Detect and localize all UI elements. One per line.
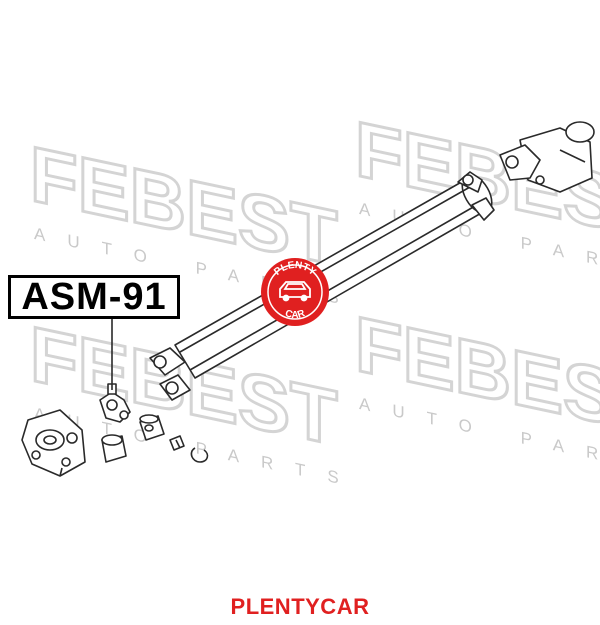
car-icon [279, 281, 311, 302]
svg-text:CAR: CAR [284, 308, 308, 321]
part-number-label: ASM-91 [8, 275, 180, 319]
part-number-text: ASM-91 [21, 275, 167, 318]
snap-ring [190, 447, 209, 463]
grease-nipple [169, 435, 185, 451]
footer-brand: PLENTYCAR [230, 594, 370, 619]
bearing-cup [101, 434, 127, 463]
svg-text:PLENTY: PLENTY [272, 260, 318, 278]
badge-bottom-text: CAR [284, 308, 308, 321]
plentycar-badge: PLENTY CAR [261, 258, 329, 326]
shaft-yoke-left [149, 347, 191, 401]
companion-flange-right [499, 121, 595, 193]
watermark-bottom-right: FEBEST AUTO PARTS [354, 298, 600, 482]
flange-yoke-left [21, 409, 86, 477]
shaft-yoke-right [457, 171, 495, 221]
bushing [139, 414, 165, 441]
badge-top-text: PLENTY [272, 260, 318, 278]
